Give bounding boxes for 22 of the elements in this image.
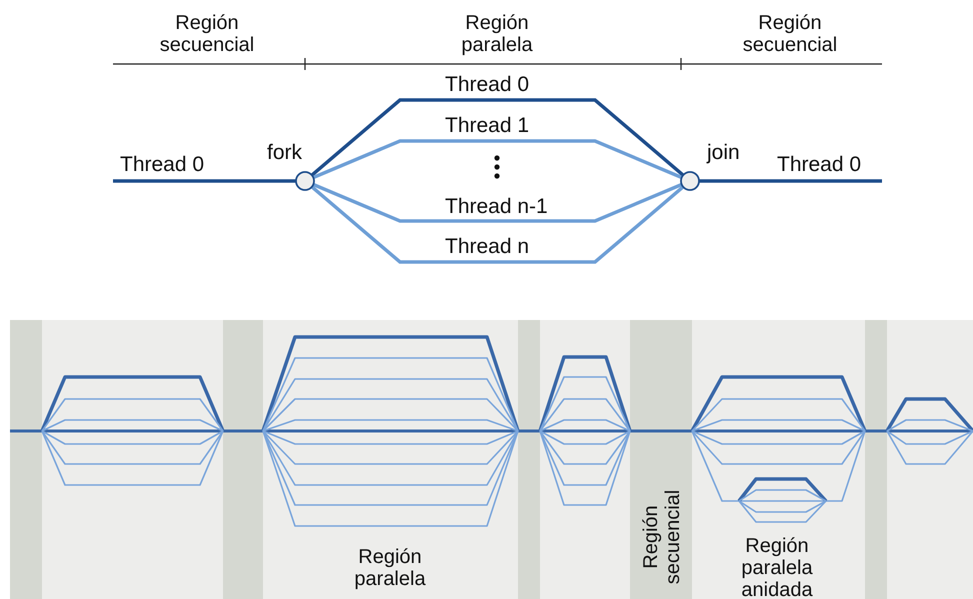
- thread-line: [310, 186, 684, 264]
- region-label: Región paralela anidada: [740, 535, 814, 599]
- region-label: Región paralela: [353, 546, 427, 590]
- region-label: Región paralela: [460, 12, 534, 56]
- thread-line: [312, 139, 682, 180]
- thread-line: [312, 182, 682, 223]
- thread-line: [113, 179, 296, 183]
- edge-label: Thread 0: [777, 154, 862, 176]
- region-label: Región secuencial: [742, 12, 838, 56]
- edge-label: Thread 0: [445, 74, 530, 96]
- region-label: Región secuencial: [640, 488, 684, 586]
- edge-label: Thread n-1: [445, 196, 548, 218]
- edge-label: Thread 1: [445, 115, 530, 137]
- thread-line: [699, 179, 882, 183]
- node-caption: fork: [267, 142, 302, 164]
- junction-circle: [295, 171, 315, 191]
- region-label: Región secuencial: [158, 12, 256, 56]
- edge-label: Thread n: [445, 236, 530, 258]
- node-caption: join: [707, 142, 740, 164]
- thread-line: [310, 98, 684, 176]
- edge-label: Thread 0: [120, 154, 204, 176]
- junction-circle: [680, 171, 700, 191]
